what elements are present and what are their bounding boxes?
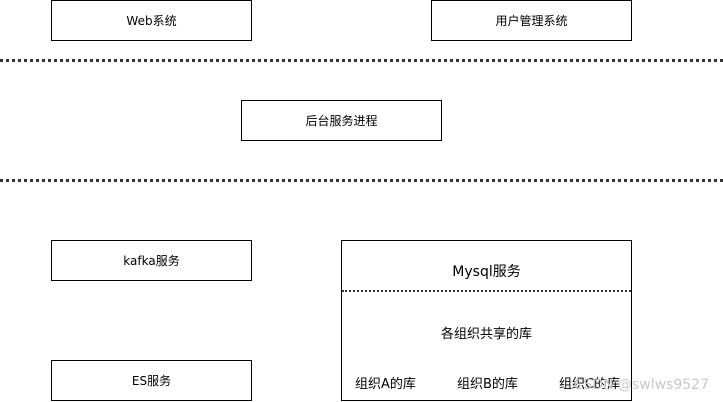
web-system-label: Web系统 xyxy=(126,14,177,28)
mysql-service-title: Mysql服务 xyxy=(452,264,521,280)
layer-divider-top xyxy=(0,59,723,62)
mysql-section-divider xyxy=(342,290,631,292)
backend-service-label: 后台服务进程 xyxy=(305,114,378,128)
org-a-database-label: 组织A的库 xyxy=(355,377,416,392)
mysql-service-container: Mysql服务 各组织共享的库 组织A的库 组织B的库 组织C的库 xyxy=(341,240,632,401)
es-service-label: ES服务 xyxy=(131,374,172,388)
org-b-database-label: 组织B的库 xyxy=(457,377,518,392)
user-management-node: 用户管理系统 xyxy=(431,0,632,41)
es-service-node: ES服务 xyxy=(51,360,252,401)
kafka-service-node: kafka服务 xyxy=(51,240,252,281)
org-c-database-label: 组织C的库 xyxy=(559,377,621,392)
user-management-label: 用户管理系统 xyxy=(495,14,568,28)
layer-divider-bottom xyxy=(0,179,723,182)
web-system-node: Web系统 xyxy=(51,0,252,41)
csdn-watermark: CSDN @swlws9527 xyxy=(573,377,709,393)
kafka-service-label: kafka服务 xyxy=(123,254,180,268)
backend-service-node: 后台服务进程 xyxy=(241,100,442,141)
shared-database-label: 各组织共享的库 xyxy=(440,327,532,342)
